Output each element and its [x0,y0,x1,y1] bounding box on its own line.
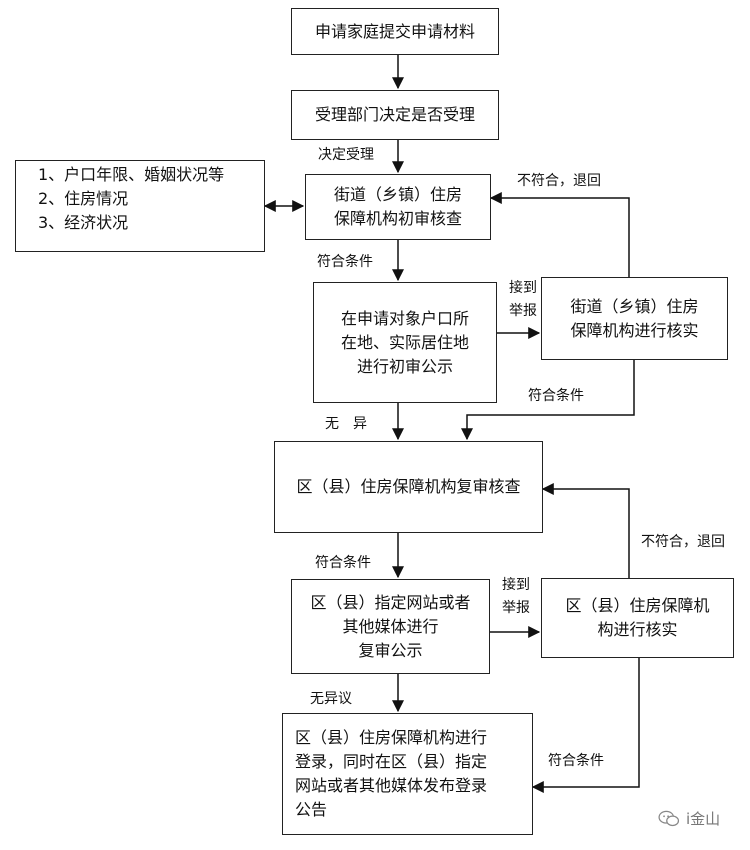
node-accept-decision: 受理部门决定是否受理 [291,90,499,140]
node-text: 保障机构进行核实 [570,320,699,340]
edge-label-report-2b: 举报 [502,600,530,616]
node-text: 街道（乡镇）住房 [570,296,699,316]
node-initial-publicity: 在申请对象户口所 在地、实际居住地 进行初审公示 [313,282,497,403]
edge-label-decide-accept: 决定受理 [318,147,374,163]
node-text: 在申请对象户口所 [340,308,469,328]
node-text: 区（县）指定网站或者 [310,592,471,612]
edge-label-meets-2: 符合条件 [528,388,584,404]
edge-label-meets-3: 符合条件 [315,555,371,571]
node-district-review: 区（县）住房保障机构复审核查 [274,441,543,533]
edge-label-no-objection-1: 无 异 [325,416,367,432]
node-street-verify: 街道（乡镇）住房 保障机构进行核实 [541,277,728,360]
criteria-item: 2、住房情况 [38,189,129,208]
node-text: 公告 [295,800,328,819]
arrow-district-verify-to-register [531,658,640,793]
node-text: 构进行核实 [597,620,678,639]
criteria-item: 1、户口年限、婚姻状况等 [38,165,225,184]
node-criteria: 1、户口年限、婚姻状况等 2、住房情况 3、经济状况 [15,160,265,252]
node-text: 网站或者其他媒体发布登录 [295,776,488,795]
node-text: 进行初审公示 [356,356,453,376]
node-text: 街道（乡镇）住房 [333,185,462,204]
node-text: 其他媒体进行 [342,616,439,636]
node-street-initial-review: 街道（乡镇）住房 保障机构初审核查 [305,174,491,240]
watermark: i金山 [658,808,720,829]
node-submit: 申请家庭提交申请材料 [291,8,499,55]
node-text: 在地、实际居住地 [340,332,469,352]
edge-label-meets-1: 符合条件 [317,254,373,270]
edge-label-no-objection-2: 无异议 [310,691,352,707]
edge-label-report-1b: 举报 [509,303,537,319]
edge-label-meets-4: 符合条件 [548,753,604,769]
node-text: 区（县）住房保障机 [565,596,710,615]
criteria-item: 3、经济状况 [38,213,129,232]
node-text: 受理部门决定是否受理 [314,105,475,124]
wechat-icon [658,810,680,826]
arrow-district-verify-reject [541,483,630,578]
edge-label-report-1a: 接到 [509,280,537,296]
arrow-street-verify-to-district-review [461,360,635,441]
node-text: 复审公示 [358,640,423,660]
node-text: 申请家庭提交申请材料 [314,21,475,41]
node-text: 区（县）住房保障机构复审核查 [296,477,521,496]
node-review-publicity: 区（县）指定网站或者 其他媒体进行 复审公示 [291,579,490,674]
edge-label-report-2a: 接到 [502,577,530,593]
watermark-text: i金山 [686,810,721,828]
node-text: 登录，同时在区（县）指定 [295,752,488,771]
edge-label-reject-1: 不符合，退回 [517,173,601,189]
arrow-street-verify-reject [489,192,630,277]
edge-label-reject-2: 不符合，退回 [641,534,725,550]
node-district-verify: 区（县）住房保障机 构进行核实 [541,578,734,658]
node-text: 区（县）住房保障机构进行 [295,728,488,747]
node-register: 区（县）住房保障机构进行 登录，同时在区（县）指定 网站或者其他媒体发布登录 公… [282,713,533,835]
node-text: 保障机构初审核查 [333,209,462,228]
